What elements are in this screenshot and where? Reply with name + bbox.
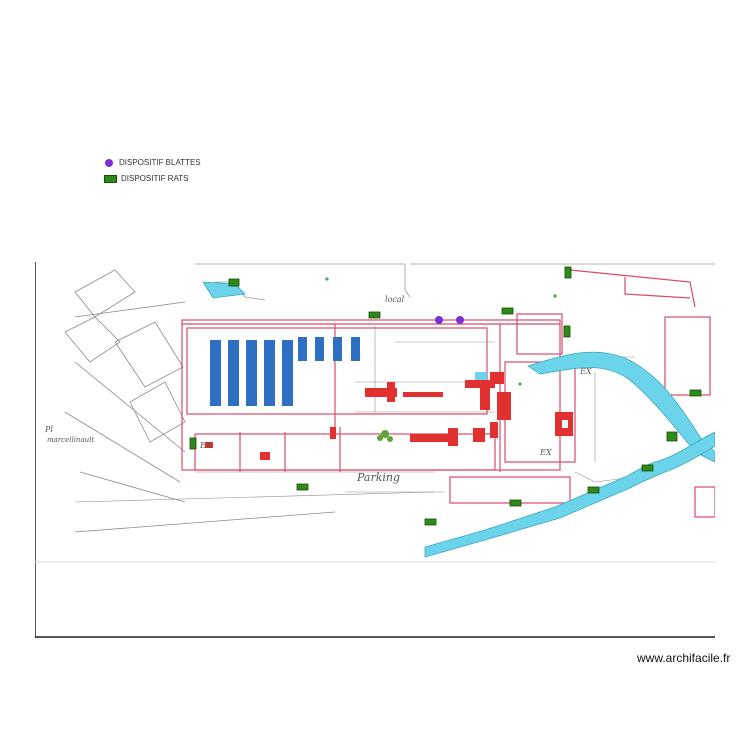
rat-device-marker: [563, 325, 571, 338]
legend-label-rats: DISPOSITIF RATS: [121, 174, 189, 183]
rat-device-marker: [689, 389, 702, 397]
exit-label: EX: [539, 448, 552, 457]
equipment-opening: [562, 420, 568, 428]
equipment: [365, 388, 397, 397]
equipment: [410, 434, 450, 442]
storage-rack: [282, 340, 293, 406]
rat-device-marker: [296, 483, 309, 491]
map-legend: DISPOSITIF BLATTES DISPOSITIF RATS: [104, 155, 201, 187]
rat-device-marker: [501, 307, 514, 315]
green-rectangle-icon: [104, 175, 117, 183]
equipment: [497, 392, 511, 420]
left-note-label: Pl: [44, 425, 53, 434]
equipment: [465, 380, 495, 388]
top-note-label: local: [385, 295, 405, 304]
exit-label: EX: [579, 367, 592, 376]
equipment-blocks: [205, 372, 573, 460]
equipment: [387, 382, 395, 402]
rat-device-marker: [666, 431, 678, 442]
legend-item-rats: DISPOSITIF RATS: [104, 171, 201, 187]
storage-racks: [210, 337, 360, 406]
plant-icon: [377, 430, 393, 442]
legend-label-blattes: DISPOSITIF BLATTES: [119, 158, 201, 167]
floor-plan-drawing: Parking EX EX EX local Pl marcellinault: [35, 262, 715, 638]
equipment: [205, 442, 213, 448]
equipment: [448, 428, 458, 446]
storage-rack: [228, 340, 239, 406]
rat-device-marker: [509, 499, 522, 507]
storage-rack: [210, 340, 221, 406]
purple-circle-icon: [105, 159, 113, 167]
legend-item-blattes: DISPOSITIF BLATTES: [104, 155, 201, 171]
rat-device-marker: [641, 464, 654, 472]
rat-device-marker: [424, 518, 437, 526]
left-neighbour-buildings: [64, 269, 336, 533]
reference-markers: [325, 277, 557, 386]
equipment: [480, 388, 490, 410]
storage-rack: [351, 337, 360, 361]
floor-plan: Parking EX EX EX local Pl marcellinault: [35, 262, 715, 638]
storage-rack: [315, 337, 324, 361]
rat-device-marker: [368, 311, 381, 319]
equipment: [490, 422, 498, 438]
equipment: [403, 392, 443, 397]
equipment: [260, 452, 270, 460]
exit-label: EX: [199, 441, 212, 450]
equipment: [473, 428, 485, 442]
watermark: www.archifacile.fr: [637, 651, 731, 665]
equipment: [330, 427, 336, 439]
cockroach-devices: [435, 316, 464, 324]
water-channel-lower: [424, 431, 715, 558]
rat-devices: [189, 266, 702, 526]
rat-device-marker: [189, 437, 197, 450]
parking-label: Parking: [356, 471, 400, 484]
storage-rack: [264, 340, 275, 406]
storage-rack: [333, 337, 342, 361]
storage-rack: [246, 340, 257, 406]
equipment: [490, 372, 504, 384]
rat-device-marker: [564, 266, 572, 279]
water-channel-upper: [527, 351, 715, 463]
rat-device-marker: [228, 278, 240, 287]
storage-rack: [298, 337, 307, 361]
rat-device-marker: [587, 486, 600, 494]
left-note-label-2: marcellinault: [47, 436, 94, 444]
cockroach-device-marker: [435, 316, 443, 324]
cockroach-device-marker: [456, 316, 464, 324]
